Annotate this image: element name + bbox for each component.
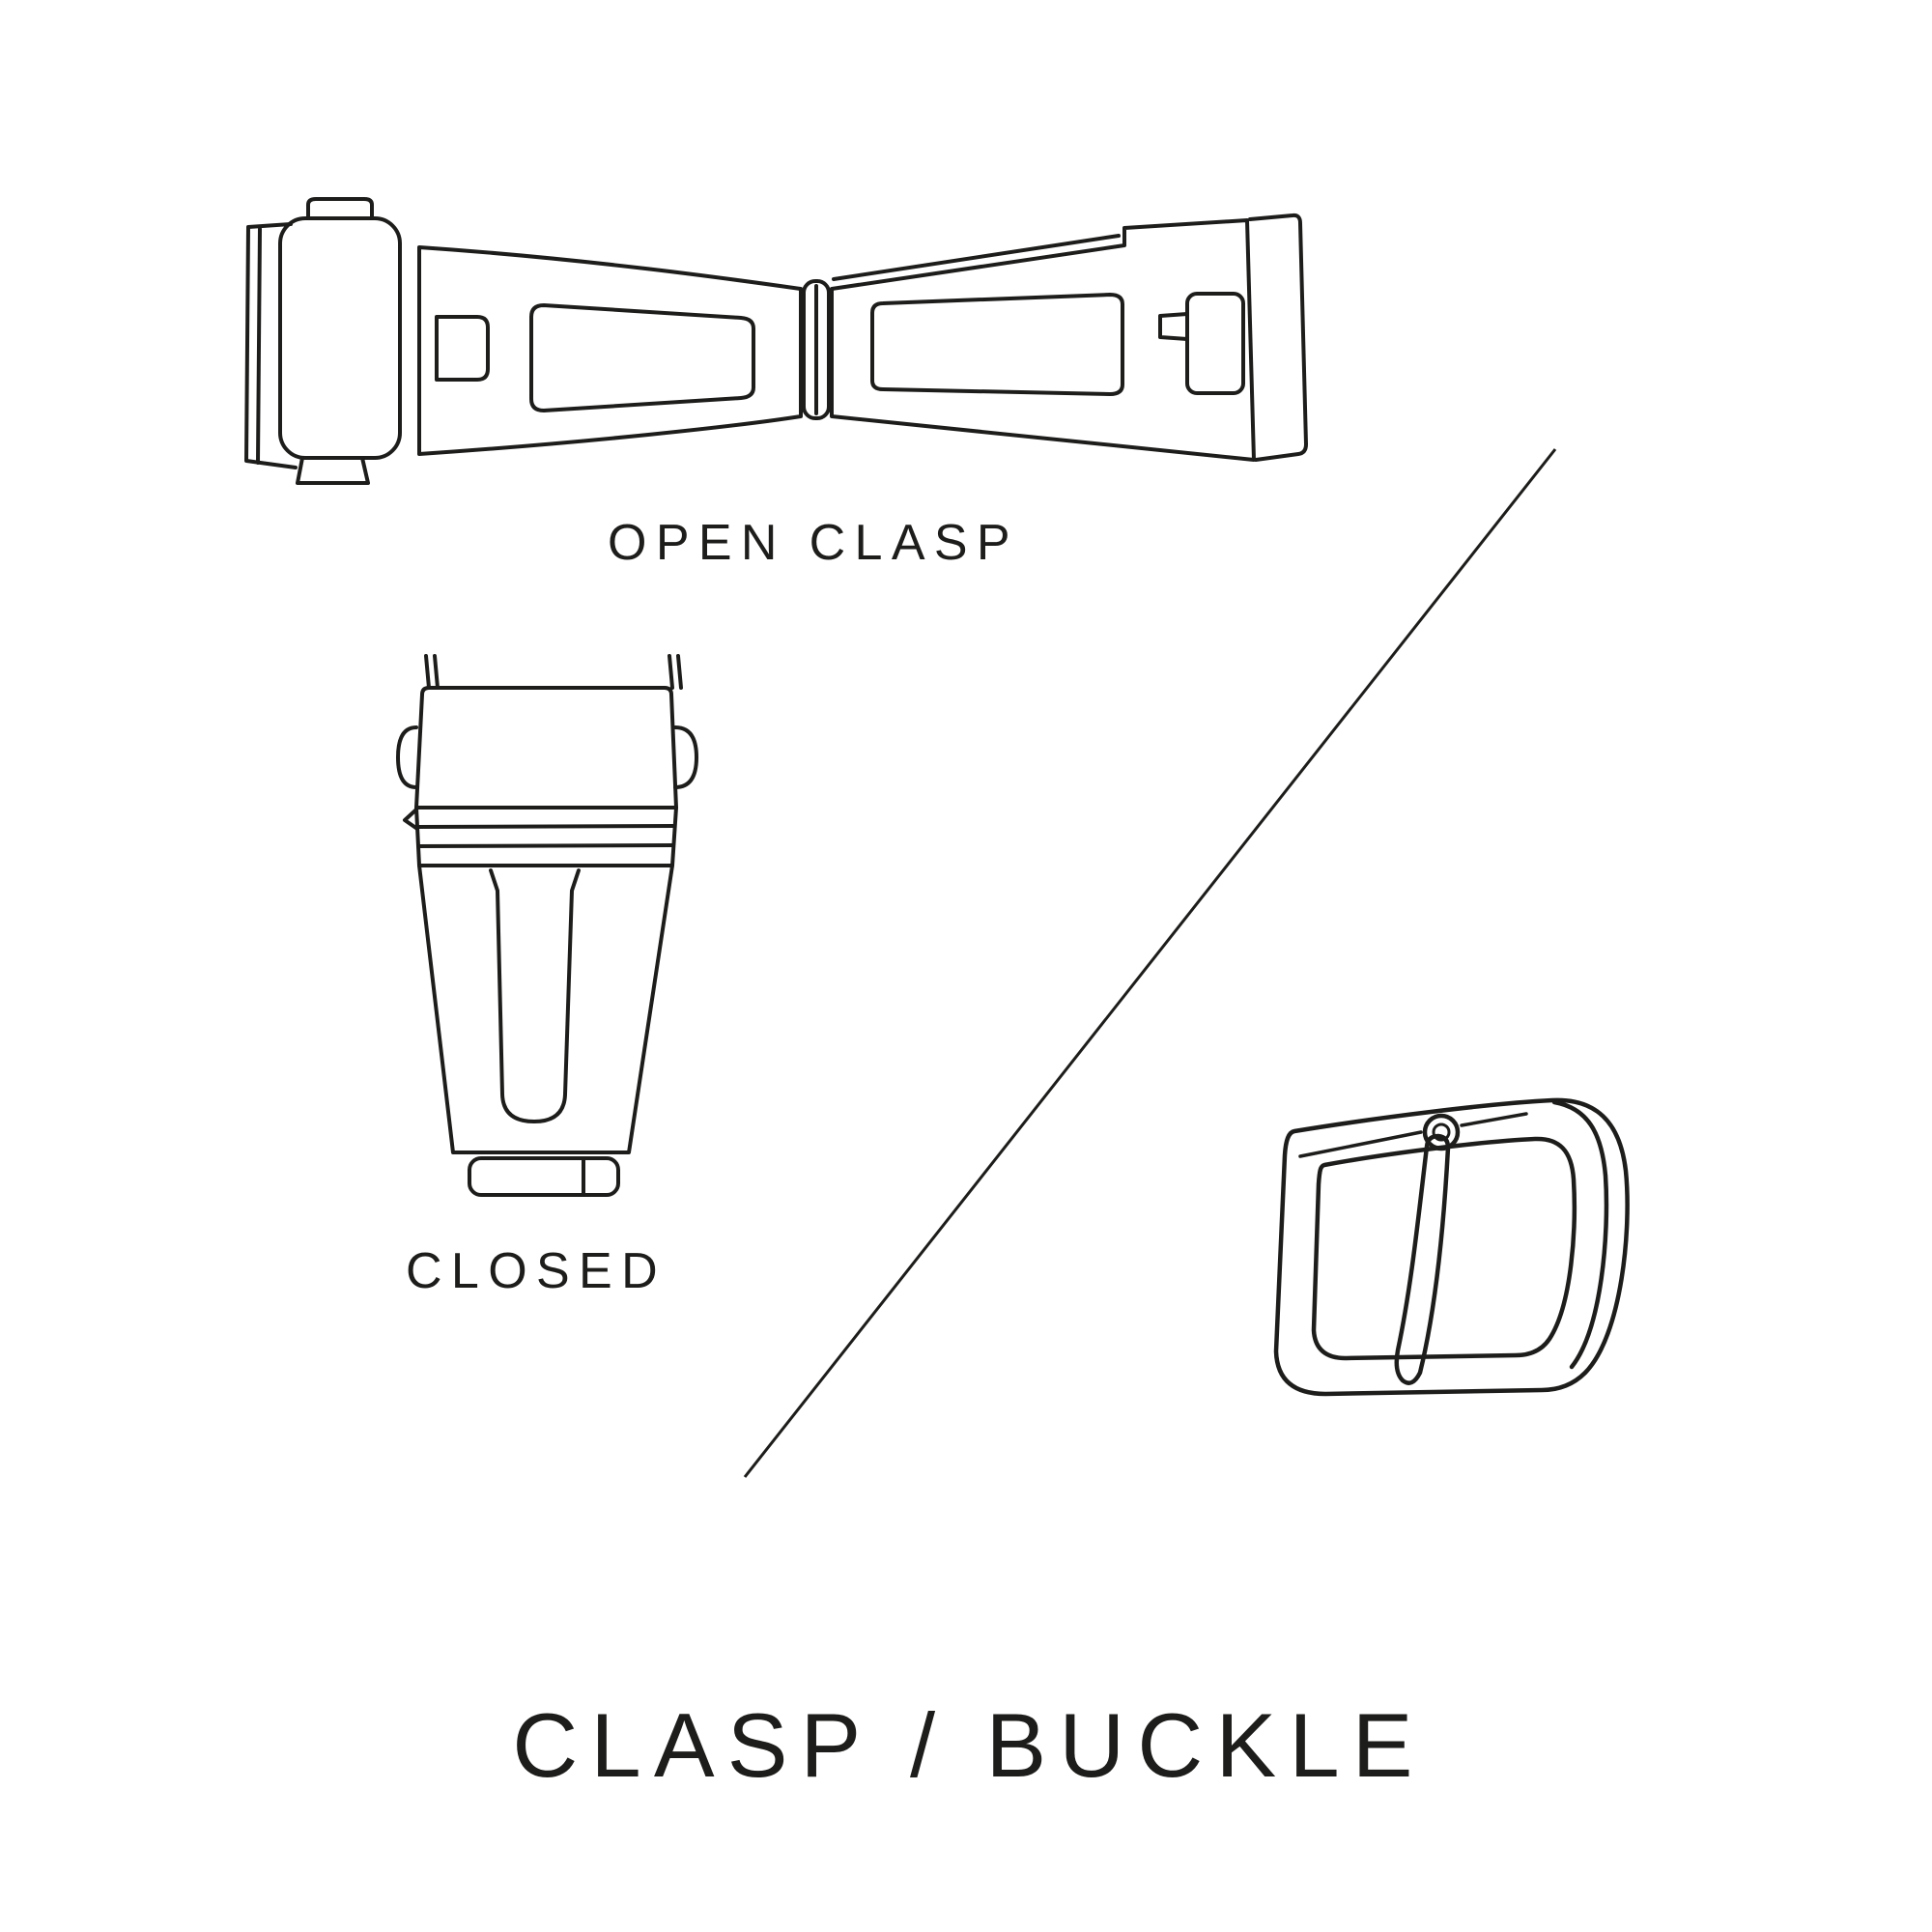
buckle-tongue <box>1394 1133 1451 1385</box>
closed-clasp-body-cutout <box>489 868 581 1123</box>
diagram-title: CLASP / BUCKLE <box>512 1694 1426 1796</box>
clasp-left-arm <box>417 245 803 456</box>
buckle-pin-axle <box>1298 1130 1423 1158</box>
closed-clasp-band-notch <box>403 808 419 831</box>
closed-clasp-illustration <box>396 654 698 1197</box>
buckle-pin-axle-right <box>1460 1112 1528 1127</box>
tang-buckle-illustration <box>1273 1097 1630 1397</box>
closed-clasp-label: CLOSED <box>406 1243 667 1299</box>
clasp-end-strip-inner-line <box>256 227 262 465</box>
clasp-head <box>278 216 402 460</box>
closed-clasp-left-tab <box>396 725 418 789</box>
closed-clasp-band-line-1 <box>415 824 676 829</box>
buckle-pin-loop <box>1422 1113 1461 1151</box>
clasp-head-bottom-tab <box>296 456 370 485</box>
open-clasp-illustration <box>244 197 1308 485</box>
buckle-frame-inner <box>1311 1136 1577 1361</box>
clasp-notch <box>435 315 490 382</box>
closed-clasp-right-tab <box>673 725 698 789</box>
clasp-right-arm <box>830 218 1256 462</box>
clasp-head-top-tab <box>306 197 374 220</box>
open-clasp-label: OPEN CLASP <box>608 515 1019 571</box>
clasp-catch <box>1185 292 1245 395</box>
clasp-hinge <box>802 279 831 420</box>
clasp-right-arm-cutout <box>870 293 1124 396</box>
closed-clasp-band <box>414 806 678 867</box>
buckle-pin-loop-inner <box>1432 1122 1451 1142</box>
clasp-end-cap <box>1248 213 1308 462</box>
closed-clasp-band-line-2 <box>416 843 675 848</box>
closed-clasp-prongs <box>424 654 683 690</box>
clasp-catch-hook <box>1158 312 1189 341</box>
closed-clasp-body <box>417 864 674 1154</box>
buckle-right-bar <box>1551 1099 1609 1370</box>
closed-clasp-cover <box>414 686 678 810</box>
clasp-left-arm-cutout <box>529 303 755 412</box>
closed-clasp-foot <box>468 1156 620 1197</box>
buckle-frame-outer <box>1273 1097 1630 1397</box>
clasp-end-strip <box>244 222 298 469</box>
clasp-right-arm-blade <box>832 234 1121 281</box>
divider-line <box>743 448 1557 1478</box>
